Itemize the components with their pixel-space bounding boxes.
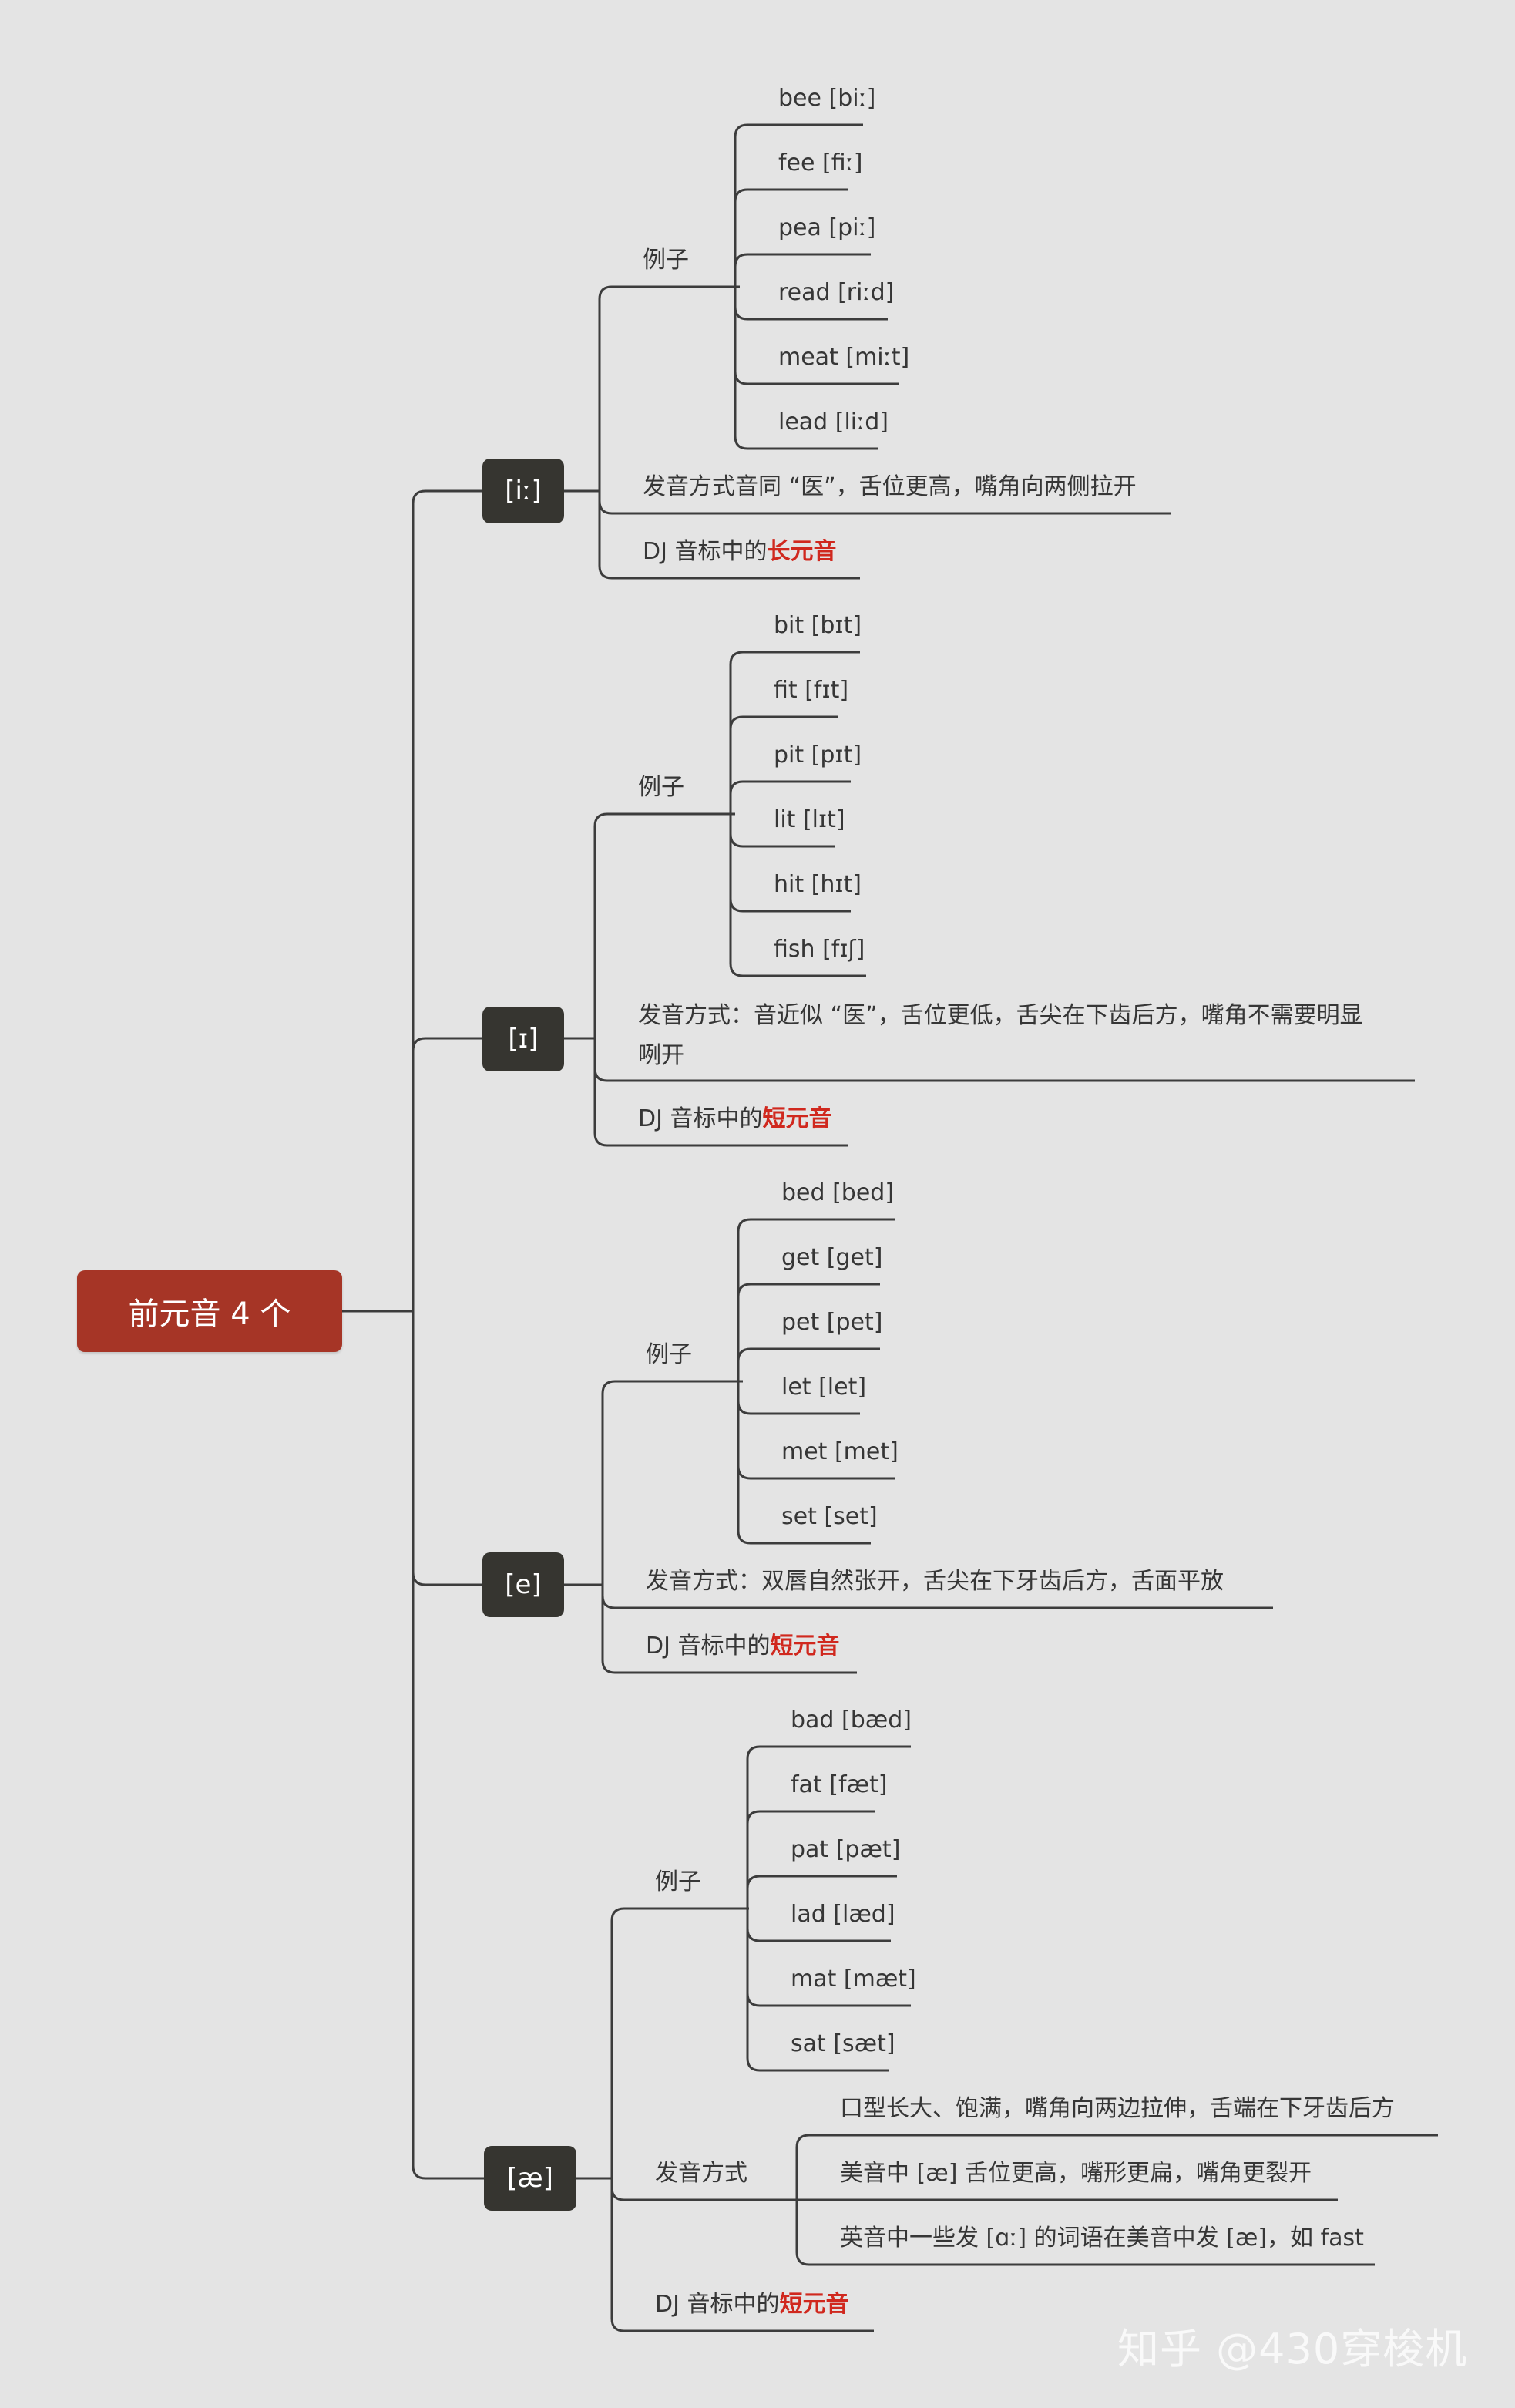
- connector-line: [598, 285, 740, 491]
- connector-line: [598, 491, 860, 580]
- phoneme-node-ae[interactable]: [æ]: [484, 2146, 576, 2211]
- connector-line: [746, 1875, 897, 1909]
- example-item: lad [læd]: [791, 1901, 895, 1928]
- dj-highlight: 短元音: [779, 2291, 849, 2318]
- example-item: pea [piː]: [778, 214, 876, 241]
- connector-line: [795, 2134, 1438, 2200]
- connector-line: [734, 188, 848, 287]
- connector-line: [795, 2200, 1375, 2266]
- method-item: 口型长大、饱满，嘴角向两边拉伸，舌端在下牙齿后方: [840, 2095, 1395, 2122]
- dj-prefix: DJ 音标中的: [638, 1105, 763, 1132]
- examples-label: 例子: [638, 774, 684, 801]
- watermark: 知乎 @430穿梭机: [1117, 2325, 1468, 2373]
- example-item: pet [pet]: [781, 1309, 883, 1336]
- method-text-line1: 发音方式：音近似 “医”，舌位更低，舌尖在下齿后方，嘴角不需要明显: [638, 1002, 1363, 1029]
- phoneme-node-i-long[interactable]: [iː]: [482, 459, 564, 523]
- connector-line: [610, 1907, 749, 2178]
- example-item: fit [fɪt]: [774, 677, 849, 704]
- connector-line: [737, 1381, 871, 1545]
- example-item: fat [fæt]: [791, 1771, 888, 1798]
- phoneme-node-e[interactable]: [e]: [482, 1552, 564, 1617]
- connector-line: [610, 2178, 874, 2332]
- dj-highlight: 短元音: [762, 1105, 832, 1132]
- method-item: 英音中一些发 [ɑː] 的词语在美音中发 [æ]，如 fast: [840, 2225, 1364, 2252]
- example-item: let [let]: [781, 1374, 867, 1401]
- connector-line: [746, 1745, 911, 1909]
- dj-note: DJ 音标中的短元音: [646, 1633, 839, 1660]
- connector-line: [729, 780, 851, 814]
- example-item: set [set]: [781, 1503, 878, 1530]
- method-text-line2: 咧开: [638, 1042, 684, 1069]
- connector-line: [601, 1380, 743, 1585]
- connector-line: [729, 814, 866, 977]
- connector-line: [737, 1347, 880, 1381]
- connector-line: [729, 651, 860, 814]
- connector-line: [729, 715, 838, 814]
- example-item: lit [lɪt]: [774, 806, 845, 833]
- examples-label: 例子: [643, 247, 689, 274]
- connector-line: [746, 1909, 889, 2072]
- connector-line: [593, 1038, 1415, 1082]
- root-node[interactable]: 前元音 4 个: [77, 1270, 342, 1352]
- dj-note: DJ 音标中的短元音: [655, 2291, 848, 2319]
- connector-line: [593, 1038, 848, 1147]
- dj-prefix: DJ 音标中的: [655, 2291, 780, 2318]
- example-item: bee [biː]: [778, 85, 876, 112]
- method-text: 发音方式音同 “医”，舌位更高，嘴角向两侧拉开: [643, 473, 1137, 500]
- examples-label: 例子: [655, 1868, 701, 1895]
- connector-line: [412, 1037, 482, 1311]
- connector-line: [593, 812, 735, 1038]
- dj-prefix: DJ 音标中的: [643, 538, 768, 565]
- example-item: bad [bæd]: [791, 1707, 912, 1734]
- example-item: met [met]: [781, 1438, 899, 1465]
- method-label: 发音方式: [655, 2160, 747, 2187]
- connector-line: [734, 253, 871, 287]
- connector-line: [737, 1283, 880, 1381]
- dj-highlight: 短元音: [770, 1633, 840, 1660]
- connector-line: [734, 123, 863, 287]
- connector-line: [412, 1311, 484, 2180]
- example-item: get [get]: [781, 1244, 883, 1271]
- example-item: fish [fɪʃ]: [774, 936, 865, 963]
- dj-note: DJ 音标中的短元音: [638, 1105, 831, 1133]
- example-item: hit [hɪt]: [774, 871, 862, 898]
- example-item: lead [liːd]: [778, 409, 889, 436]
- method-item: 美音中 [æ] 舌位更高，嘴形更扁，嘴角更裂开: [840, 2160, 1312, 2187]
- dj-note: DJ 音标中的长元音: [643, 538, 836, 566]
- example-item: meat [miːt]: [778, 344, 910, 371]
- example-item: read [riːd]: [778, 279, 895, 306]
- connector-line: [737, 1218, 895, 1381]
- example-item: sat [sæt]: [791, 2030, 895, 2057]
- method-text: 发音方式：双唇自然张开，舌尖在下牙齿后方，舌面平放: [646, 1568, 1224, 1595]
- example-item: pit [pɪt]: [774, 742, 862, 768]
- example-item: bed [bed]: [781, 1179, 895, 1206]
- example-item: bit [bɪt]: [774, 612, 862, 639]
- example-item: fee [fiː]: [778, 150, 863, 177]
- connector-line: [734, 287, 878, 450]
- examples-label: 例子: [646, 1341, 692, 1368]
- connector-line: [412, 489, 482, 1311]
- example-item: mat [mæt]: [791, 1966, 916, 1993]
- dj-highlight: 长元音: [767, 538, 837, 565]
- phoneme-node-i-short[interactable]: [ɪ]: [482, 1007, 564, 1071]
- connector-line: [412, 1311, 482, 1586]
- dj-prefix: DJ 音标中的: [646, 1633, 771, 1660]
- example-item: pat [pæt]: [791, 1836, 901, 1863]
- connector-line: [601, 1585, 857, 1674]
- connector-line: [746, 1810, 875, 1909]
